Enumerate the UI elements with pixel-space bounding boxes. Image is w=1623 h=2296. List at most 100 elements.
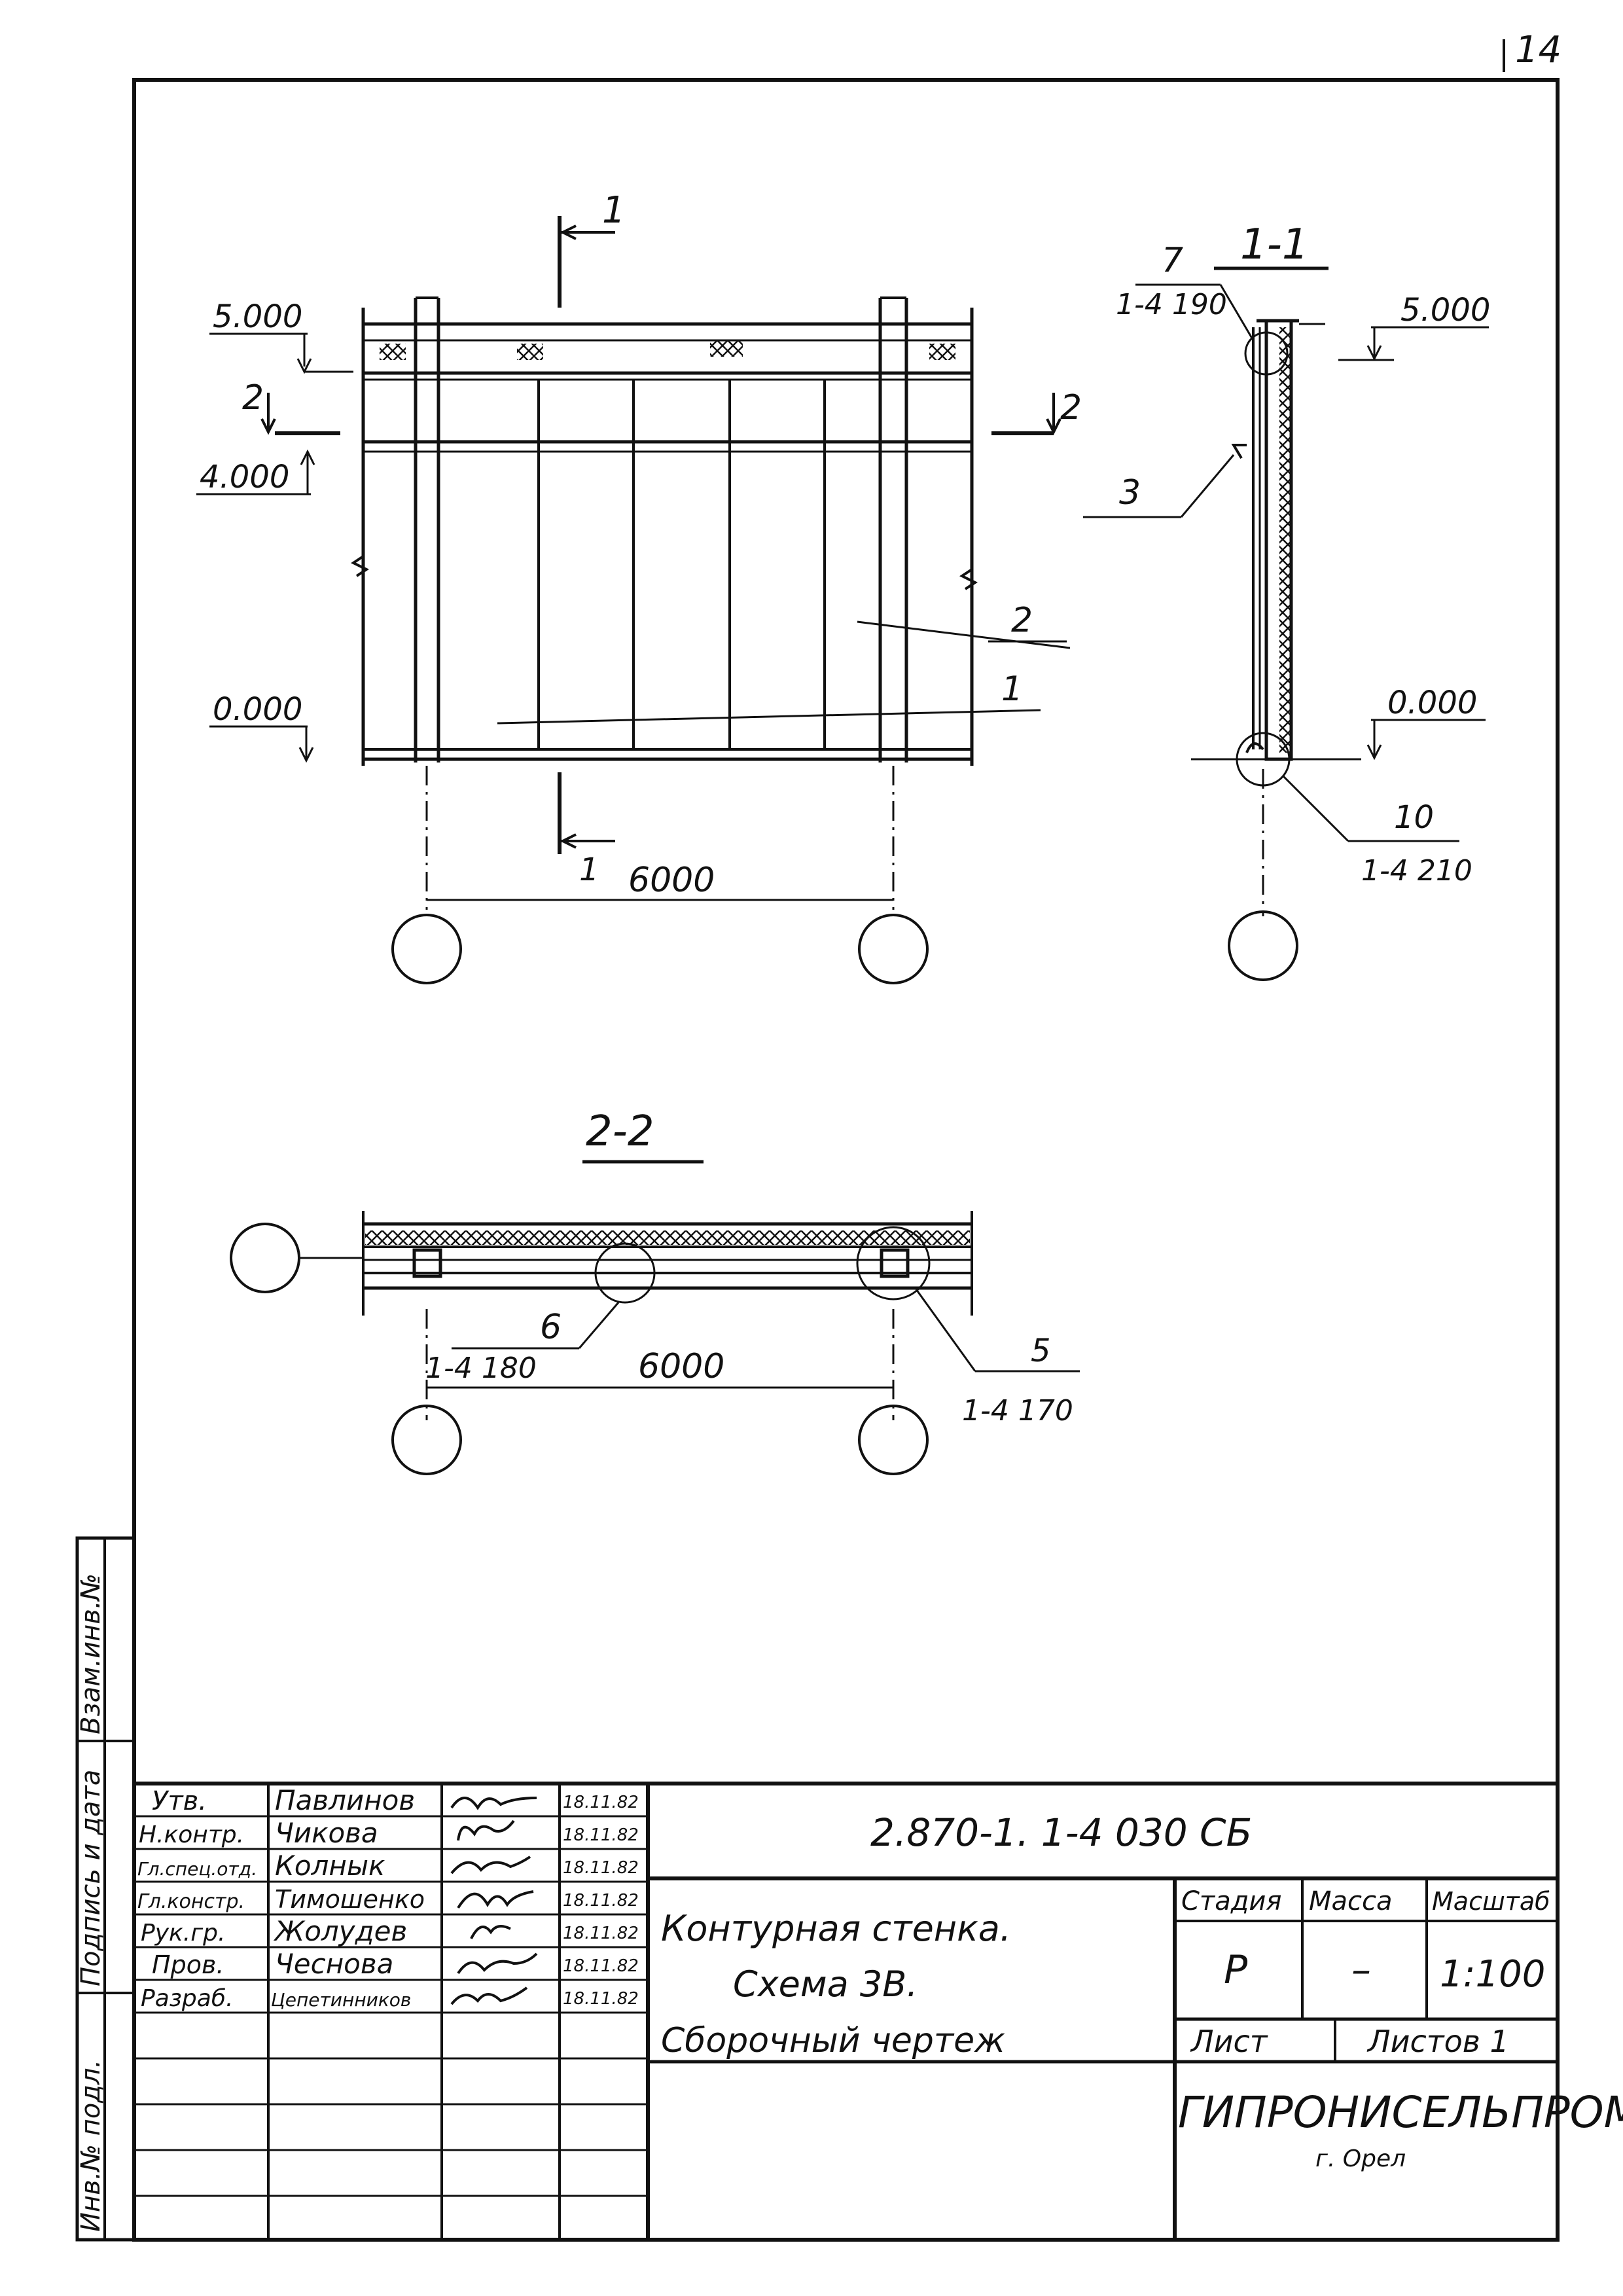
name: Павлинов <box>275 1784 415 1816</box>
base-detail <box>1245 742 1264 753</box>
detail-circle-6 <box>594 1242 656 1304</box>
callout-2-label: 2 <box>1011 601 1033 640</box>
band-hatch <box>929 344 955 360</box>
date: 18.11.82 <box>563 1989 639 2009</box>
side-stamp-label-3: Инв.№ подл. <box>76 2060 106 2232</box>
span-dimension: 6000 <box>628 861 715 900</box>
role: Гл.спец.отд. <box>137 1858 257 1880</box>
axis-marker <box>1228 910 1298 981</box>
date: 18.11.82 <box>563 1891 639 1910</box>
date: 18.11.82 <box>563 1924 639 1943</box>
signature <box>457 1820 515 1841</box>
name: Жолудев <box>273 1915 407 1947</box>
signature <box>450 1856 531 1874</box>
callout-5-ref: 1-4 170 <box>962 1394 1073 1427</box>
cut-arrow-bottom <box>560 833 577 849</box>
side-stamp-label-2: Подпись и дата <box>76 1770 106 1986</box>
title-block: Утв. Н.контр. Гл.спец.отд. Гл.констр. Ру… <box>134 1782 1623 2240</box>
name: Цепетинников <box>271 1989 411 2011</box>
level-0000: 0.000 <box>213 691 302 728</box>
mass-value: – <box>1351 1947 1371 1993</box>
level-4000-arrow <box>300 449 315 465</box>
level-bottom: 0.000 <box>1387 685 1477 721</box>
detail-circle-top <box>1244 331 1289 376</box>
level-0000-arrow <box>298 747 314 763</box>
cut-label-bottom: 1 <box>579 852 599 888</box>
section-2-2-title: 2-2 <box>586 1107 654 1156</box>
role: Разраб. <box>141 1985 233 2012</box>
level-4000: 4.000 <box>200 459 289 495</box>
callout-6-ref: 1-4 180 <box>425 1352 537 1385</box>
drawing-title-line3: Сборочный чертеж <box>661 2021 1005 2060</box>
level-bottom-arrow <box>1366 744 1382 761</box>
side-stamp: Взам.инв.№ Подпись и дата Инв.№ подл. <box>75 1536 136 2242</box>
section2-arrow-left <box>260 418 276 435</box>
detail-circle-5 <box>856 1226 931 1300</box>
level-top: 5.000 <box>1400 292 1490 329</box>
callout-5-leader <box>915 1289 976 1372</box>
role: Пров. <box>152 1950 224 1979</box>
level-5000-arrow <box>296 358 312 374</box>
bracket-3 <box>1231 444 1247 459</box>
band-hatch <box>517 344 543 360</box>
name: Тимошенко <box>275 1885 425 1914</box>
drawing-title-line2: Схема 3В. <box>733 1964 918 2005</box>
callout-6-num: 6 <box>540 1308 562 1347</box>
organization-name: ГИПРОНИСЕЛЬПРОМ <box>1178 2087 1623 2138</box>
sheets-label: Листов 1 <box>1366 2024 1509 2059</box>
cut-label-top: 1 <box>602 189 626 232</box>
column-section <box>880 1248 910 1278</box>
axis-marker <box>858 1405 929 1475</box>
date: 18.11.82 <box>563 1793 639 1812</box>
column-section <box>412 1248 442 1278</box>
role: Утв. <box>152 1786 207 1816</box>
callout-1-leader <box>497 709 1041 725</box>
stage-value: Р <box>1224 1947 1248 1993</box>
signature <box>470 1925 511 1939</box>
signature <box>457 1890 534 1909</box>
level-5000: 5.000 <box>213 298 302 335</box>
date: 18.11.82 <box>563 1956 639 1976</box>
section-1-1-title: 1-1 <box>1240 221 1309 269</box>
callout-10-num: 10 <box>1394 799 1434 836</box>
scale-value: 1:100 <box>1440 1953 1545 1996</box>
callout-7-num: 7 <box>1162 241 1183 280</box>
break-mark <box>959 568 978 590</box>
level-top-arrow <box>1366 345 1382 361</box>
band-hatch <box>380 344 406 360</box>
drawing-frame <box>132 78 1560 2242</box>
callout-1-label: 1 <box>1001 670 1023 709</box>
callout-3-num: 3 <box>1119 473 1141 512</box>
axis-marker-left <box>230 1223 300 1293</box>
signature <box>457 1952 538 1975</box>
organization-city: г. Орел <box>1315 2145 1406 2172</box>
date: 18.11.82 <box>563 1858 639 1878</box>
role: Н.контр. <box>139 1821 244 1848</box>
axis-marker <box>858 914 929 984</box>
callout-5-num: 5 <box>1031 1333 1051 1369</box>
callout-2-leader <box>857 620 1071 649</box>
role: Рук.гр. <box>141 1920 225 1946</box>
name: Чеснова <box>275 1948 393 1980</box>
section2-mark-right: 2 <box>1060 388 1082 427</box>
callout-6-leader <box>578 1302 620 1349</box>
stage-header: Стадия <box>1181 1886 1281 1916</box>
break-mark <box>351 555 369 577</box>
section2-arrow-right <box>1046 418 1061 435</box>
signature <box>450 1797 537 1810</box>
callout-10-ref: 1-4 210 <box>1361 854 1472 888</box>
plan-insulation <box>365 1230 970 1245</box>
elevation-view: 1 1 5.000 4.000 0.000 2 2 2 1 <box>196 189 1082 984</box>
section-2-2-view: 2-2 6 1-4 180 6000 5 1-4 170 <box>230 1107 1080 1475</box>
sheet-number: 14 <box>1515 29 1561 71</box>
section2-mark-left: 2 <box>242 378 264 418</box>
drawing-designation: 2.870-1. 1-4 030 СБ <box>870 1810 1252 1855</box>
role: Гл.констр. <box>137 1890 245 1913</box>
axis-marker <box>391 1405 462 1475</box>
name: Чикова <box>275 1817 378 1849</box>
cut-arrow-top <box>560 224 577 240</box>
callout-7-leader <box>1219 284 1255 341</box>
panel-insulation <box>1279 327 1291 753</box>
date: 18.11.82 <box>563 1825 639 1845</box>
